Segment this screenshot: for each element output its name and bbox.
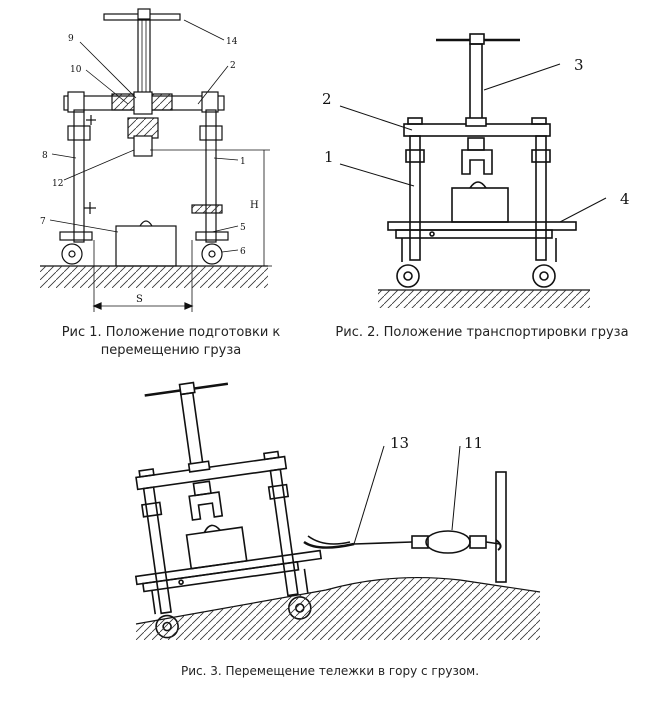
screw-rod: [137, 19, 151, 95]
screw-rod-3: [180, 391, 205, 471]
label-3: 3: [574, 56, 584, 74]
anchor-post: [495, 471, 507, 583]
left-column: [73, 109, 85, 243]
winch-drum: [425, 530, 471, 554]
right-column-3: [269, 468, 299, 597]
right-column: [205, 109, 217, 243]
upper-frame-3: [135, 455, 288, 491]
label-4: 4: [620, 190, 630, 208]
label-6: 6: [240, 247, 246, 257]
right-wheel-2: [532, 264, 556, 288]
figure-3-uphill-movement: [134, 381, 541, 640]
figure-1-loading-position: [40, 8, 272, 312]
label-12: 12: [52, 179, 63, 189]
winch-block-right: [469, 535, 487, 549]
left-wheel: [61, 243, 83, 265]
figure-1-labels: 9 10 14 2 8 12 1 7 5 6 H S: [40, 34, 259, 305]
screw-rod-2: [469, 43, 483, 121]
label-2-fig2: 2: [322, 90, 332, 108]
figure-3-labels: 13 11: [390, 434, 483, 452]
lower-nut: [127, 117, 159, 139]
load-box-2: [451, 187, 509, 223]
right-wheel: [201, 243, 223, 265]
label-13: 13: [390, 434, 409, 452]
right-column-2: [535, 135, 547, 261]
handwheel-hub: [137, 8, 151, 20]
label-1: 1: [240, 157, 246, 167]
ground-hatch-2: [378, 290, 590, 308]
left-column-3: [142, 486, 173, 615]
load-box: [115, 225, 177, 267]
caption-figure-1-line2: перемещению груза: [100, 343, 242, 358]
caption-figure-3: Рис. 3. Перемещение тележки в гору с гру…: [180, 664, 480, 678]
label-10: 10: [70, 65, 82, 75]
caption-figure-1-line1: Рис 1. Положение подготовки к: [61, 325, 281, 340]
platform-2: [387, 221, 577, 231]
label-9: 9: [68, 34, 74, 44]
caption-figure-2: Рис. 2. Положение транспортировки груза: [335, 325, 629, 340]
winch-block-left: [411, 535, 429, 549]
label-H: H: [250, 200, 259, 211]
label-2: 2: [230, 61, 236, 71]
figure-2-labels: 3 2 1 4: [322, 56, 630, 208]
left-wheel-2: [396, 264, 420, 288]
label-1-fig2: 1: [324, 148, 334, 166]
label-7: 7: [40, 217, 46, 227]
label-S: S: [136, 294, 143, 305]
label-5: 5: [240, 223, 246, 233]
ground-hatch: [40, 266, 268, 288]
label-8: 8: [42, 151, 48, 161]
label-14: 14: [226, 37, 238, 47]
left-bushing: [67, 125, 91, 141]
right-bushing: [199, 125, 223, 141]
left-column-2: [409, 135, 421, 261]
caption-figure-1: Рис 1. Положение подготовки к перемещени…: [36, 324, 306, 360]
figure-2-transport-position: [339, 33, 607, 308]
label-11: 11: [464, 434, 483, 452]
